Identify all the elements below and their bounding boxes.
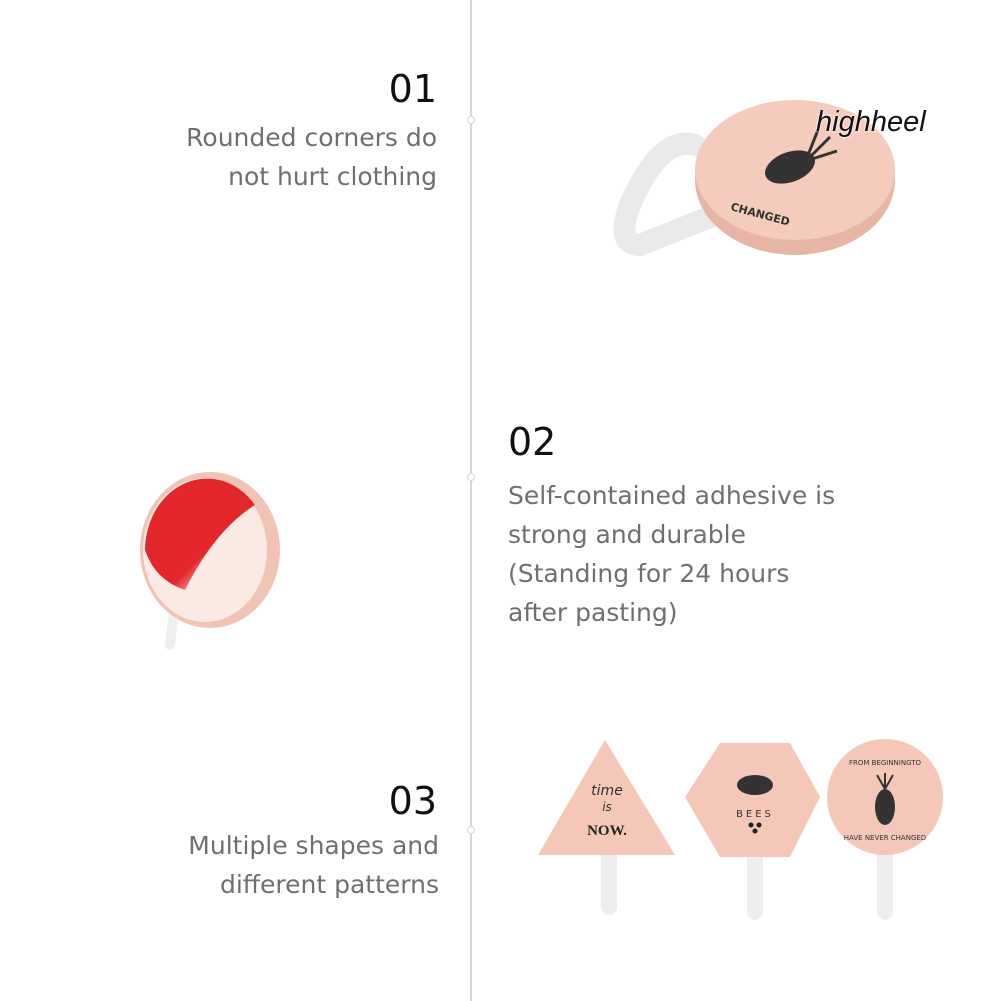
timeline-dot-1: [467, 116, 475, 124]
feature-number-02: 02: [508, 420, 557, 464]
triangle-print: is: [602, 800, 612, 814]
three-hooks-image: time is NOW. BEES FROM BEGINNINGTO HAVE …: [538, 739, 943, 920]
timeline-dot-2: [467, 473, 475, 481]
feature-description-02: Self-contained adhesive is strong and du…: [508, 476, 835, 632]
feature-number-01: 01: [388, 67, 437, 111]
feature-line: after pasting): [508, 598, 678, 627]
triangle-hook: time is NOW.: [538, 740, 675, 915]
timeline-divider: [470, 0, 472, 1001]
feature-line: Self-contained adhesive is: [508, 481, 836, 510]
feature-line: (Standing for 24 hours: [508, 559, 790, 588]
round-print-top: FROM BEGINNINGTO: [849, 759, 922, 767]
feature-line: strong and durable: [508, 520, 747, 549]
triangle-print: time: [591, 783, 623, 799]
round-print-bottom: HAVE NEVER CHANGED: [844, 834, 926, 842]
adhesive-back-image: [140, 472, 280, 650]
triangle-print: NOW.: [587, 823, 627, 839]
feature-line: not hurt clothing: [228, 162, 437, 191]
hexagon-hook: BEES: [685, 743, 820, 920]
round-hook-small: FROM BEGINNINGTO HAVE NEVER CHANGED: [827, 739, 943, 920]
feature-line: Rounded corners do: [186, 123, 437, 152]
feature-number-03: 03: [388, 779, 437, 823]
hexagon-print: BEES: [736, 809, 774, 820]
timeline-dot-3: [467, 826, 475, 834]
feature-line: Multiple shapes and: [188, 831, 439, 860]
watermark: highheel: [816, 106, 926, 138]
feature-line: different patterns: [219, 870, 439, 899]
round-hook-image: CHANGED: [613, 100, 895, 257]
feature-description-01: Rounded corners do not hurt clothing: [186, 118, 437, 196]
feature-description-03: Multiple shapes and different patterns: [188, 826, 439, 904]
